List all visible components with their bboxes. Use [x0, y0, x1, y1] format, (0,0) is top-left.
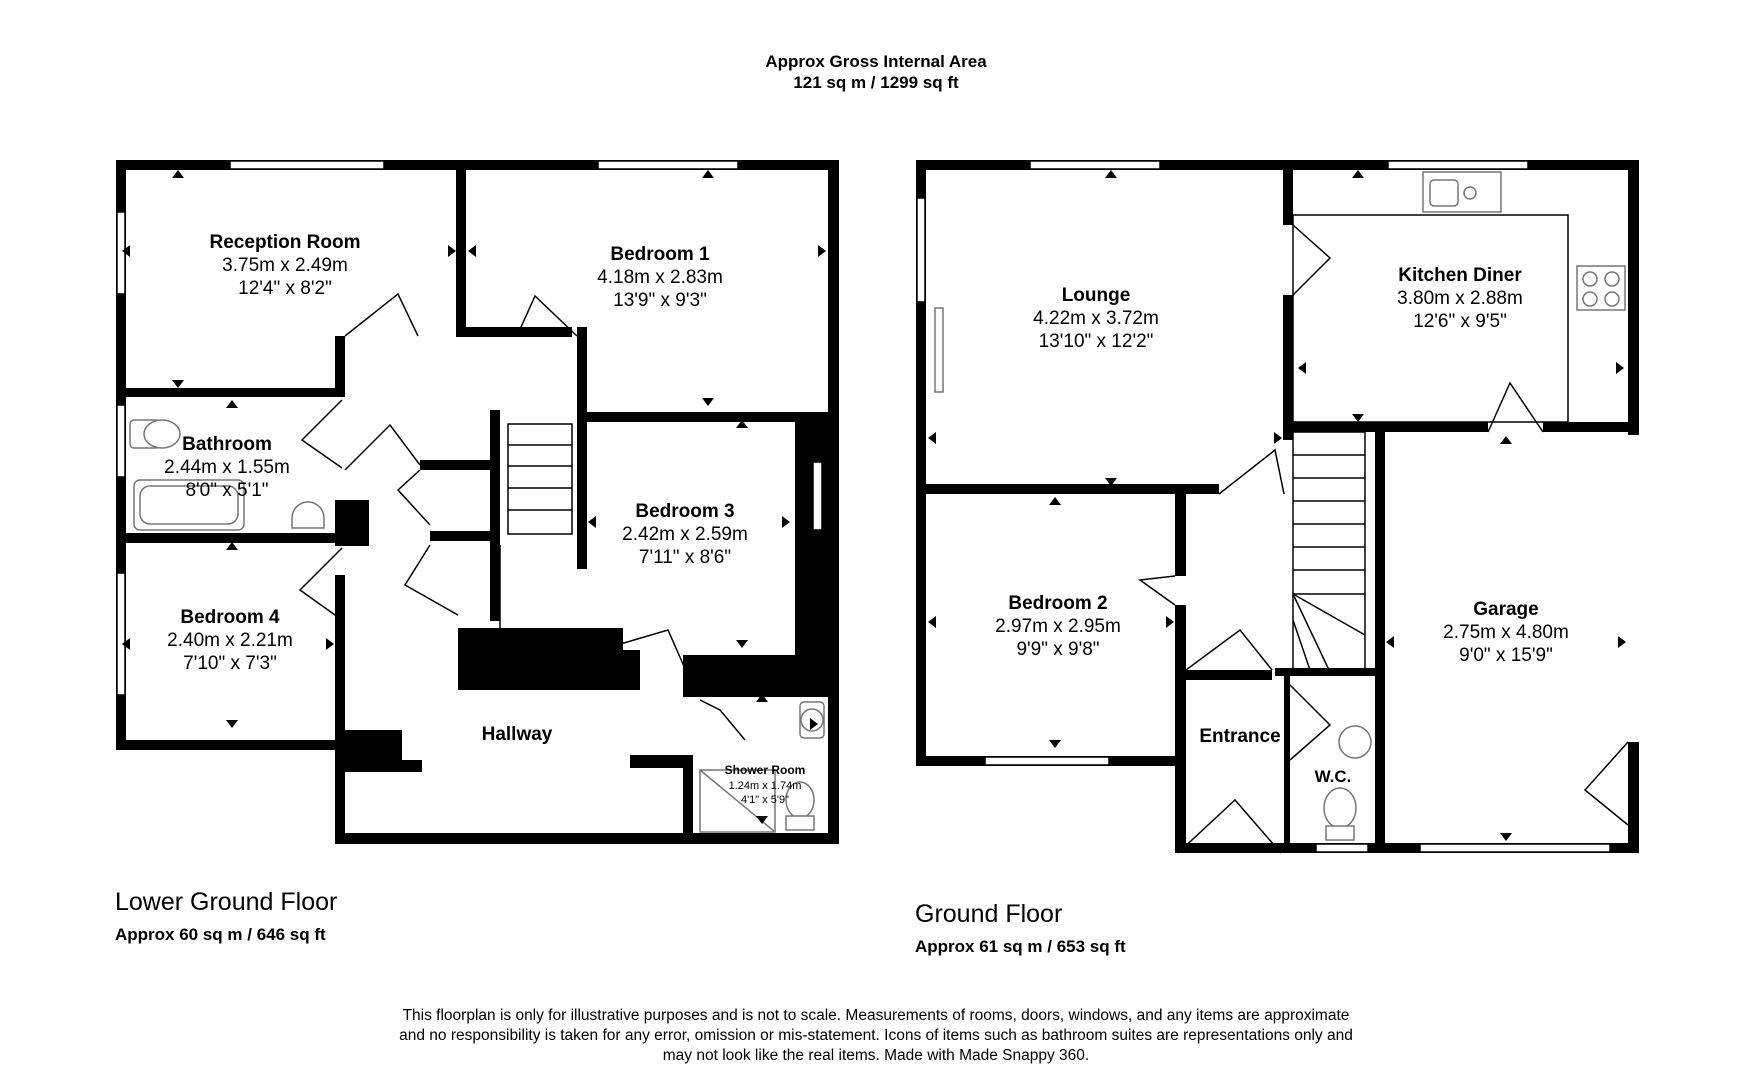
floor-title: Ground Floor	[915, 900, 1063, 928]
ground-floor-windows	[916, 160, 1611, 853]
disclaimer-line: This floorplan is only for illustrative …	[402, 1007, 1350, 1024]
ground-floor-fixtures	[934, 171, 1626, 841]
lower-ground-markers	[122, 170, 826, 824]
lower-ground-windows	[116, 160, 823, 696]
room-name: Garage	[1473, 599, 1538, 620]
lower-ground-stairs	[499, 423, 573, 628]
room-name: W.C.	[1315, 767, 1352, 786]
floor-area: Approx 61 sq m / 653 sq ft	[915, 937, 1126, 956]
lower-ground-walls	[116, 160, 839, 844]
lower-ground-doors	[298, 292, 746, 741]
gross-area-title: Approx Gross Internal Area	[765, 52, 987, 71]
disclaimer-line: may not look like the real items. Made w…	[662, 1047, 1090, 1064]
room-metric: 2.40m x 2.21m	[167, 630, 293, 651]
room-metric: 3.80m x 2.88m	[1397, 288, 1523, 309]
room-metric: 2.44m x 1.55m	[164, 457, 290, 478]
room-metric: 2.97m x 2.95m	[995, 616, 1121, 637]
room-name: Lounge	[1062, 285, 1131, 306]
room-imperial: 12'4" x 8'2"	[238, 278, 332, 299]
ground-floor-walls	[916, 160, 1639, 853]
room-metric: 1.24m x 1.74m	[729, 780, 802, 792]
room-imperial: 9'9" x 9'8"	[1016, 639, 1099, 660]
disclaimer: This floorplan is only for illustrative …	[0, 1006, 1752, 1066]
room-name: Kitchen Diner	[1398, 265, 1522, 286]
floor-area: Approx 60 sq m / 646 sq ft	[115, 925, 326, 944]
room-metric: 4.22m x 3.72m	[1033, 308, 1159, 329]
room-imperial: 9'0" x 15'9"	[1459, 645, 1553, 666]
room-imperial: 13'10" x 12'2"	[1039, 331, 1154, 352]
room-labels: Reception Room 3.75m x 2.49m 12'4" x 8'2…	[164, 232, 1569, 806]
room-name: Shower Room	[725, 763, 806, 777]
room-name: Hallway	[482, 724, 553, 745]
disclaimer-line: and no responsibility is taken for any e…	[399, 1027, 1353, 1044]
room-imperial: 8'0" x 5'1"	[185, 480, 268, 501]
room-imperial: 7'10" x 7'3"	[183, 653, 277, 674]
ground-floor-plan	[916, 160, 1639, 854]
gross-area-value: 121 sq m / 1299 sq ft	[793, 73, 959, 92]
room-name: Bedroom 1	[610, 244, 710, 265]
lower-ground-fixtures	[129, 419, 825, 833]
room-imperial: 7'11" x 8'6"	[639, 547, 731, 568]
room-metric: 3.75m x 2.49m	[222, 255, 348, 276]
room-name: Bedroom 3	[635, 501, 734, 522]
room-metric: 2.42m x 2.59m	[622, 524, 748, 545]
floor-title: Lower Ground Floor	[115, 888, 338, 916]
lower-ground-floor-plan	[116, 160, 839, 844]
ground-floor-markers	[928, 170, 1626, 841]
room-name: Reception Room	[210, 232, 361, 253]
room-imperial: 4'1" x 5'9"	[741, 794, 789, 806]
room-name: Bathroom	[182, 434, 272, 455]
room-imperial: 13'9" x 9'3"	[613, 290, 707, 311]
room-metric: 2.75m x 4.80m	[1443, 622, 1569, 643]
ground-floor-stairs	[1292, 214, 1569, 671]
room-name: Entrance	[1199, 726, 1280, 747]
room-metric: 4.18m x 2.83m	[597, 267, 723, 288]
room-imperial: 12'6" x 9'5"	[1413, 311, 1507, 332]
ground-floor-doors	[1137, 224, 1629, 854]
room-name: Bedroom 2	[1008, 593, 1107, 614]
room-name: Bedroom 4	[180, 607, 280, 628]
